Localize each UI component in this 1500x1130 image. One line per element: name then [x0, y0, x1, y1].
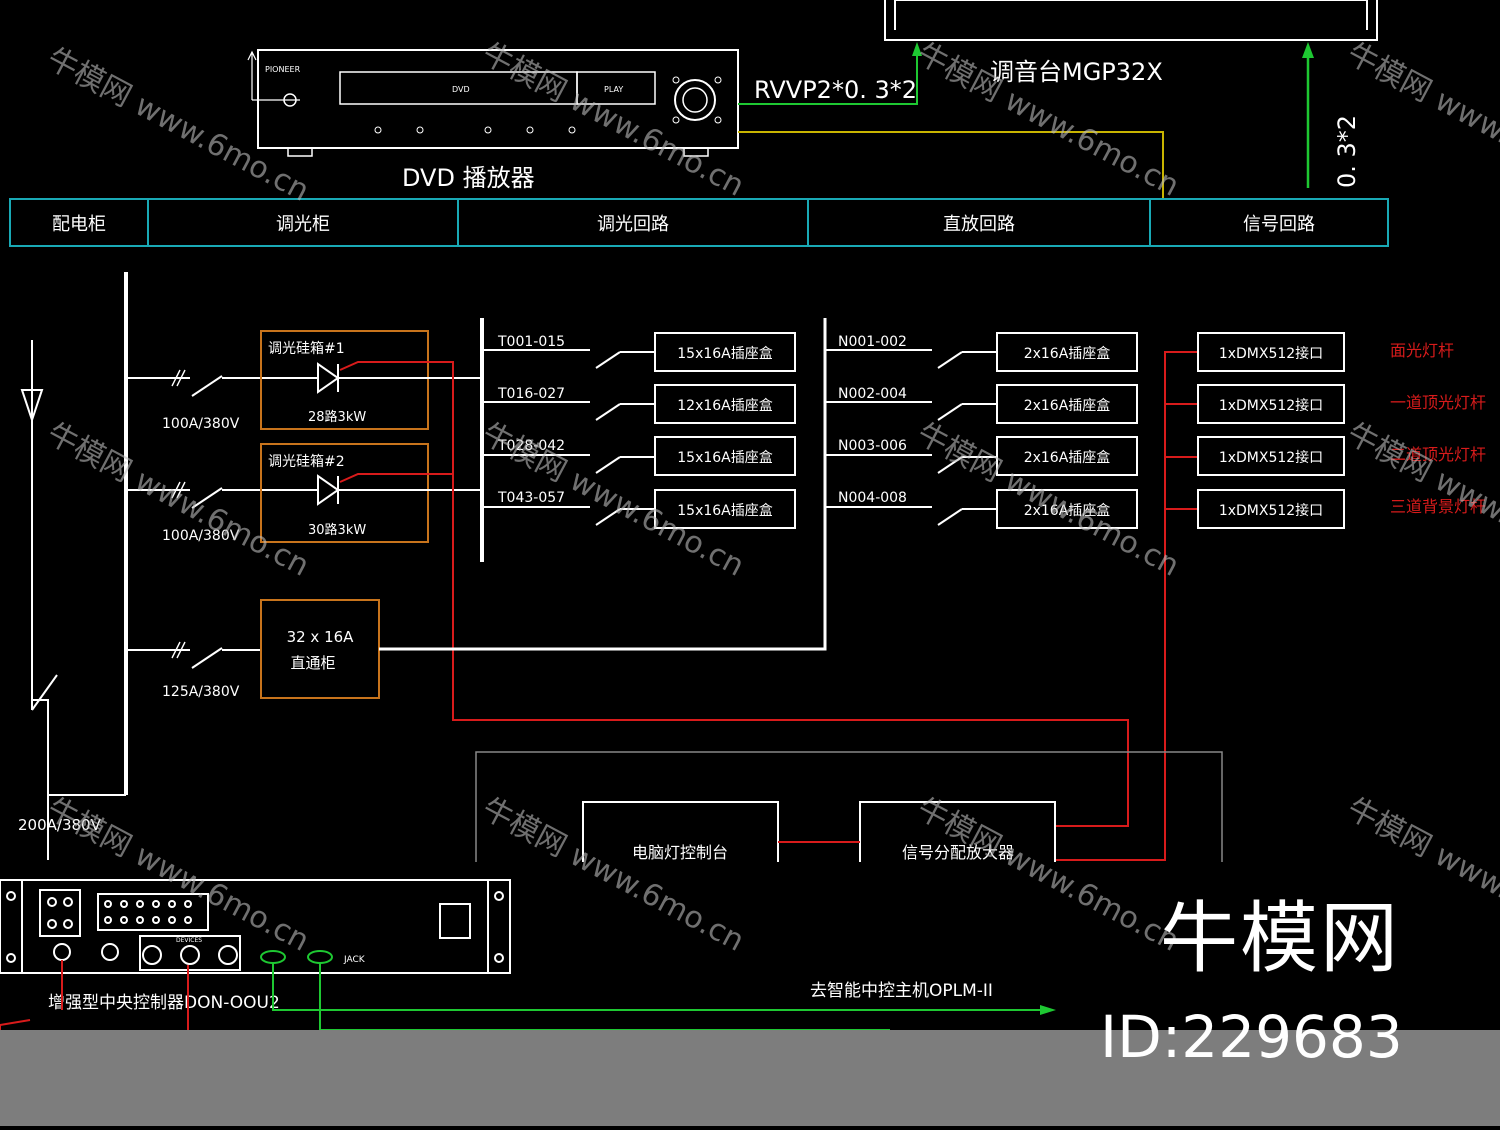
direct-cabinet [260, 599, 380, 699]
dvd-slot-label: DVD [452, 85, 470, 94]
splitter-label: 信号分配放大器 [902, 843, 1014, 862]
watermark-text: 牛模网 www.6mo.cn [911, 791, 1184, 959]
dimmer-cabinet-1-name: 调光硅箱#1 [268, 341, 345, 357]
watermark-text: 牛模网 www.6mo.cn [1341, 36, 1500, 204]
signal-target-4: 三道背景灯杆 [1390, 497, 1486, 516]
console-box [582, 801, 779, 862]
header-bar [9, 198, 1389, 247]
dimming-outlet-2: 12x16A插座盒 [677, 397, 773, 414]
direct-outlet-4: 2x16A插座盒 [1024, 502, 1111, 519]
dimming-circuit-code-4: T043-057 [497, 490, 565, 506]
direct-cabinet-line2: 直通柜 [290, 654, 335, 672]
thyristor-icon [262, 474, 482, 506]
arrow-right-icon [1040, 1005, 1056, 1015]
signal-target-2: 一道顶光灯杆 [1390, 393, 1486, 412]
central-controller [0, 879, 511, 974]
watermark-text: 牛模网 www.6mo.cn [476, 791, 749, 959]
direct-circuit-code-4: N004-008 [838, 490, 907, 506]
controller-target-label: 去智能中控主机OPLM-II [810, 981, 993, 1001]
dvd-display-label: PLAY [604, 85, 623, 94]
breaker-label-2: 100A/380V [162, 528, 240, 544]
direct-outlet-2: 2x16A插座盒 [1024, 397, 1111, 414]
direct-circuit-code-1: N001-002 [838, 334, 907, 350]
direct-circuit-code-2: N002-004 [838, 386, 907, 402]
controller-jack-label: JACK [343, 955, 366, 965]
header-cell-distribution: 配电柜 [52, 214, 106, 235]
signal-target-1: 面光灯杆 [1390, 341, 1454, 360]
dimming-circuit-code-2: T016-027 [497, 386, 565, 402]
dimming-outlet-4: 15x16A插座盒 [677, 502, 773, 519]
splitter-box [859, 801, 1056, 862]
signal-port-boxes [1197, 332, 1345, 529]
breaker-slash-icon [171, 369, 186, 659]
direct-circuit-lines [825, 349, 997, 526]
bottom-grey-band [0, 1030, 1500, 1126]
cable-dvd-yellow [738, 131, 1164, 198]
watermark-id: ID:229683 [1100, 1003, 1403, 1071]
arrow-up-icon [912, 42, 922, 56]
console-label: 电脑灯控制台 [632, 843, 728, 862]
breaker-label-1: 100A/380V [162, 416, 240, 432]
control-frame [475, 751, 1223, 862]
dimming-circuit-code-1: T001-015 [497, 334, 565, 350]
breaker-row [126, 375, 262, 669]
cable-rvvp-label: RVVP2*0. 3*2 [754, 76, 917, 104]
dvd-brand: PIONEER [265, 65, 301, 74]
dmx-red-line [339, 473, 453, 483]
mixer-device [884, 0, 1378, 41]
signal-red-lines [1055, 351, 1198, 861]
cable-dvd-mixer-green [738, 50, 918, 105]
cable-vertical-label: 0. 3*2 [1333, 115, 1361, 188]
direct-feed-line [379, 318, 827, 651]
direct-outlet-3: 2x16A插座盒 [1024, 449, 1111, 466]
signal-port-4: 1xDMX512接口 [1219, 502, 1323, 519]
arrow-down-icon [20, 389, 44, 424]
header-cell-dimmer-cabinet: 调光柜 [276, 214, 330, 235]
direct-circuit-code-3: N003-006 [838, 438, 907, 454]
arrow-up-icon [1302, 42, 1314, 58]
dimmer-cabinet-1-spec: 28路3kW [308, 409, 366, 425]
header-cell-dimming-circuit: 调光回路 [597, 214, 669, 235]
signal-target-3: 二道顶光灯杆 [1390, 445, 1486, 464]
dimming-outlet-1: 15x16A插座盒 [677, 345, 773, 362]
watermark-text: 牛模网 www.6mo.cn [41, 416, 314, 584]
dvd-label: DVD 播放器 [402, 164, 535, 192]
main-incoming-line [32, 699, 126, 796]
dmx-red-line [339, 361, 1129, 827]
controller-red-lines [0, 960, 189, 1030]
breaker-label-3: 125A/380V [162, 684, 240, 700]
dimmer-cabinet-2-name: 调光硅箱#2 [268, 454, 345, 470]
watermark-text: 牛模网 www.6mo.cn [911, 416, 1184, 584]
signal-port-1: 1xDMX512接口 [1219, 345, 1323, 362]
watermark-text: 牛模网 www.6mo.cn [41, 791, 314, 959]
header-cell-signal-circuit: 信号回路 [1243, 214, 1315, 235]
controller-label: 增强型中央控制器DON-OOU2 [48, 993, 280, 1013]
signal-port-3: 1xDMX512接口 [1219, 449, 1323, 466]
direct-outlet-boxes [996, 332, 1138, 529]
dvd-player [257, 49, 739, 157]
dimming-circuit-lines [482, 349, 655, 526]
dimming-circuit-code-3: T028-042 [497, 438, 565, 454]
dimmer-cabinet-2-spec: 30路3kW [308, 522, 366, 538]
dimmer-cabinet-1 [260, 330, 429, 430]
main-breaker-label: 200A/380V [18, 816, 102, 834]
controller-sub-label: DEVICES [176, 937, 202, 944]
direct-outlet-1: 2x16A插座盒 [1024, 345, 1111, 362]
main-switch-blade [31, 674, 58, 711]
dimmer-cabinet-2 [260, 443, 429, 543]
watermark-brand: 牛模网 [1160, 894, 1401, 984]
mixer-label: 调音台MGP32X [990, 58, 1163, 86]
signal-port-2: 1xDMX512接口 [1219, 397, 1323, 414]
ucs-axis-icon [247, 50, 300, 101]
header-cell-direct-circuit: 直放回路 [943, 214, 1015, 235]
thyristor-icon [262, 362, 482, 394]
dimming-outlet-boxes [654, 332, 796, 529]
direct-cabinet-line1: 32 x 16A [287, 628, 355, 646]
dimming-outlet-3: 15x16A插座盒 [677, 449, 773, 466]
